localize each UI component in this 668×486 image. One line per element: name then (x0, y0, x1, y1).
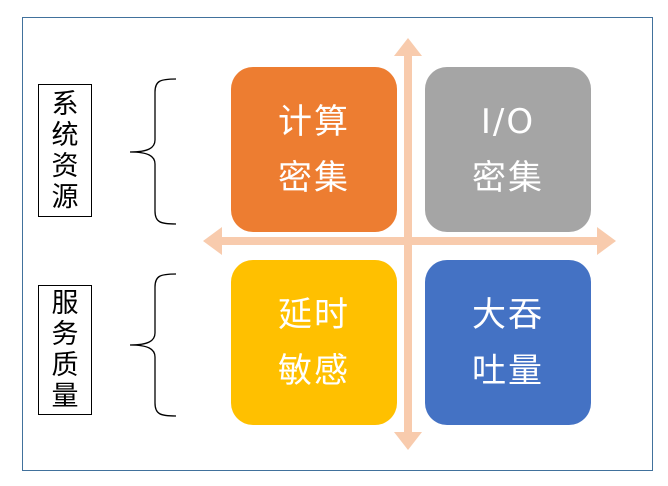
quadrant-line-2: 密集 (278, 157, 350, 198)
label-char: 量 (51, 381, 79, 412)
top-brace (129, 78, 177, 225)
label-char: 源 (51, 181, 79, 213)
quadrant-line-1: I/O (480, 101, 536, 142)
service-quality-label: 服 务 质 量 (38, 285, 92, 415)
label-char: 资 (51, 150, 79, 182)
quadrant-line-2: 吐量 (472, 350, 544, 391)
quadrant-line-2: 敏感 (278, 350, 350, 391)
latency-sensitive-box: 延时 敏感 (231, 260, 397, 425)
label-char: 统 (51, 119, 79, 151)
label-char: 质 (51, 350, 79, 381)
vertical-axis-arrow (394, 38, 422, 450)
high-throughput-box: 大吞 吐量 (425, 260, 591, 425)
quadrant-line-1: 延时 (278, 294, 350, 335)
diagram-frame (22, 17, 653, 471)
label-char: 务 (51, 319, 79, 350)
quadrant-line-1: 大吞 (472, 294, 544, 335)
compute-intensive-box: 计算 密集 (231, 67, 397, 232)
label-char: 系 (51, 88, 79, 120)
quadrant-line-2: 密集 (472, 157, 544, 198)
io-intensive-box: I/O 密集 (425, 67, 591, 232)
bottom-brace (129, 273, 177, 417)
label-char: 服 (51, 288, 79, 319)
quadrant-line-1: 计算 (278, 101, 350, 142)
system-resources-label: 系 统 资 源 (38, 84, 92, 217)
